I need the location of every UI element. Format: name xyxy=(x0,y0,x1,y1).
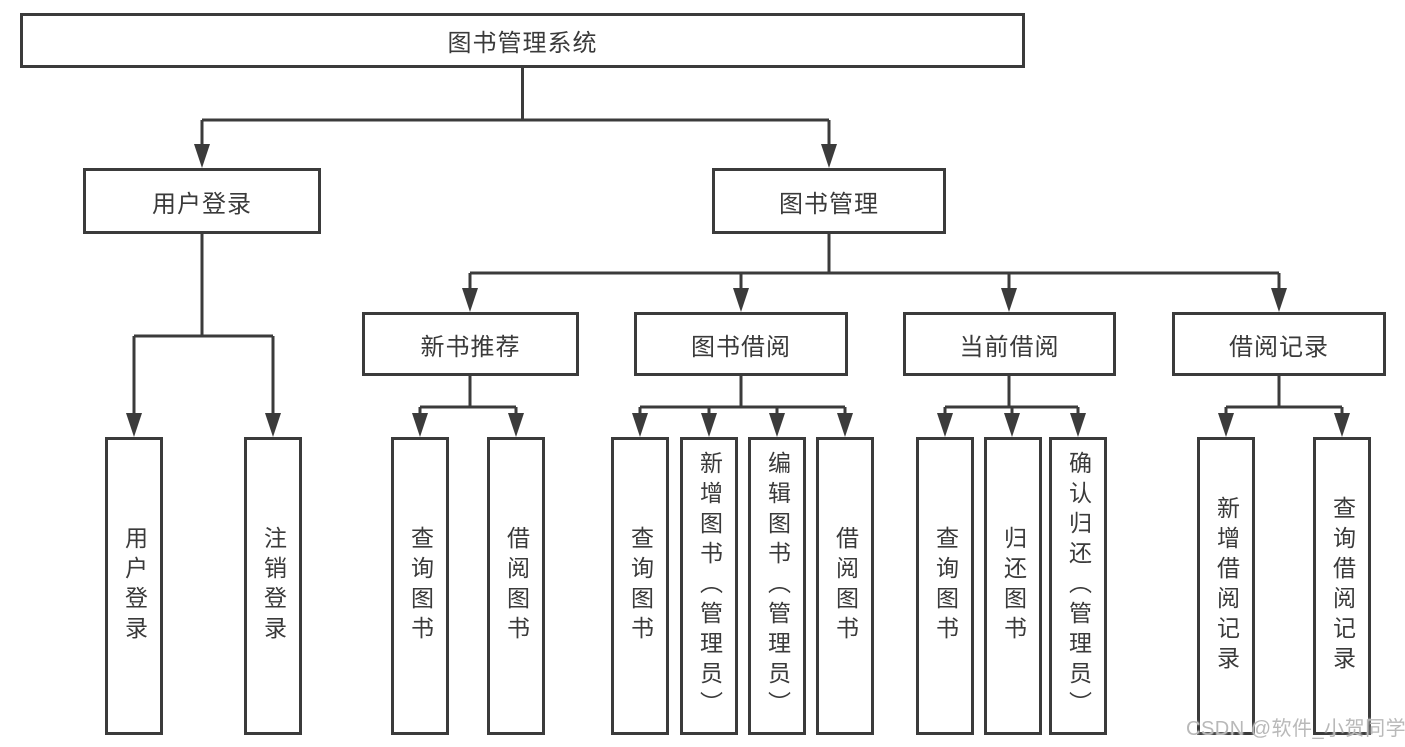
node-leaf-add-book-admin-label: 新增图书（管理员） xyxy=(696,451,723,721)
node-current-borrowing-label: 当前借阅 xyxy=(959,333,1060,361)
node-leaf-logout-label: 注销登录 xyxy=(260,526,287,646)
node-user-login-label: 用户登录 xyxy=(152,190,252,218)
node-leaf-return-book-label: 归还图书 xyxy=(1000,526,1027,646)
arrowhead xyxy=(508,413,524,437)
node-user-login: 用户登录 xyxy=(83,168,321,234)
node-book-management: 图书管理 xyxy=(712,168,946,234)
node-leaf-user-login-label: 用户登录 xyxy=(121,526,148,646)
node-leaf-edit-book-admin: 编辑图书（管理员） xyxy=(748,437,806,735)
watermark-text: CSDN @软件_小贺同学 xyxy=(1186,718,1405,740)
node-leaf-query-borrow-record: 查询借阅记录 xyxy=(1313,437,1371,735)
node-book-borrowing-label: 图书借阅 xyxy=(691,333,791,361)
arrowhead xyxy=(701,413,717,437)
node-borrow-records: 借阅记录 xyxy=(1172,312,1386,376)
node-leaf-query-books-1-label: 查询图书 xyxy=(407,526,434,646)
arrowhead xyxy=(733,288,749,312)
node-leaf-logout: 注销登录 xyxy=(244,437,302,735)
arrowhead xyxy=(837,413,853,437)
node-current-borrowing: 当前借阅 xyxy=(903,312,1116,376)
arrowhead xyxy=(1001,288,1017,312)
arrowhead xyxy=(412,413,428,437)
node-leaf-query-books-3: 查询图书 xyxy=(916,437,974,735)
node-leaf-edit-book-admin-label: 编辑图书（管理员） xyxy=(764,451,791,721)
node-borrow-records-label: 借阅记录 xyxy=(1229,333,1329,361)
node-book-borrowing: 图书借阅 xyxy=(634,312,848,376)
node-new-book-recommend: 新书推荐 xyxy=(362,312,579,376)
node-leaf-add-borrow-record-label: 新增借阅记录 xyxy=(1213,496,1240,676)
node-leaf-borrow-books-2-label: 借阅图书 xyxy=(832,526,859,646)
node-root: 图书管理系统 xyxy=(20,13,1025,68)
arrowhead xyxy=(1334,413,1350,437)
node-leaf-query-books-2: 查询图书 xyxy=(611,437,669,735)
node-leaf-borrow-books-1-label: 借阅图书 xyxy=(503,526,530,646)
arrowhead xyxy=(1218,413,1234,437)
node-leaf-borrow-books-1: 借阅图书 xyxy=(487,437,545,735)
arrowhead xyxy=(194,144,210,168)
arrowhead xyxy=(1070,413,1086,437)
node-leaf-query-books-3-label: 查询图书 xyxy=(932,526,959,646)
node-leaf-query-books-2-label: 查询图书 xyxy=(627,526,654,646)
node-leaf-add-book-admin: 新增图书（管理员） xyxy=(680,437,738,735)
arrowhead xyxy=(769,413,785,437)
arrowhead xyxy=(1004,413,1020,437)
arrowhead xyxy=(821,144,837,168)
node-leaf-add-borrow-record: 新增借阅记录 xyxy=(1197,437,1255,735)
arrowhead xyxy=(265,413,281,437)
node-leaf-confirm-return-admin: 确认归还（管理员） xyxy=(1049,437,1107,735)
node-leaf-query-borrow-record-label: 查询借阅记录 xyxy=(1329,496,1356,676)
node-new-book-recommend-label: 新书推荐 xyxy=(420,333,521,361)
arrowhead xyxy=(462,288,478,312)
node-leaf-confirm-return-admin-label: 确认归还（管理员） xyxy=(1065,451,1092,721)
arrowhead xyxy=(1271,288,1287,312)
arrowhead xyxy=(937,413,953,437)
node-root-label: 图书管理系统 xyxy=(447,30,598,57)
node-leaf-borrow-books-2: 借阅图书 xyxy=(816,437,874,735)
node-leaf-query-books-1: 查询图书 xyxy=(391,437,449,735)
arrowhead xyxy=(632,413,648,437)
node-book-management-label: 图书管理 xyxy=(779,190,879,218)
node-leaf-return-book: 归还图书 xyxy=(984,437,1042,735)
node-leaf-user-login: 用户登录 xyxy=(105,437,163,735)
arrowhead xyxy=(126,413,142,437)
